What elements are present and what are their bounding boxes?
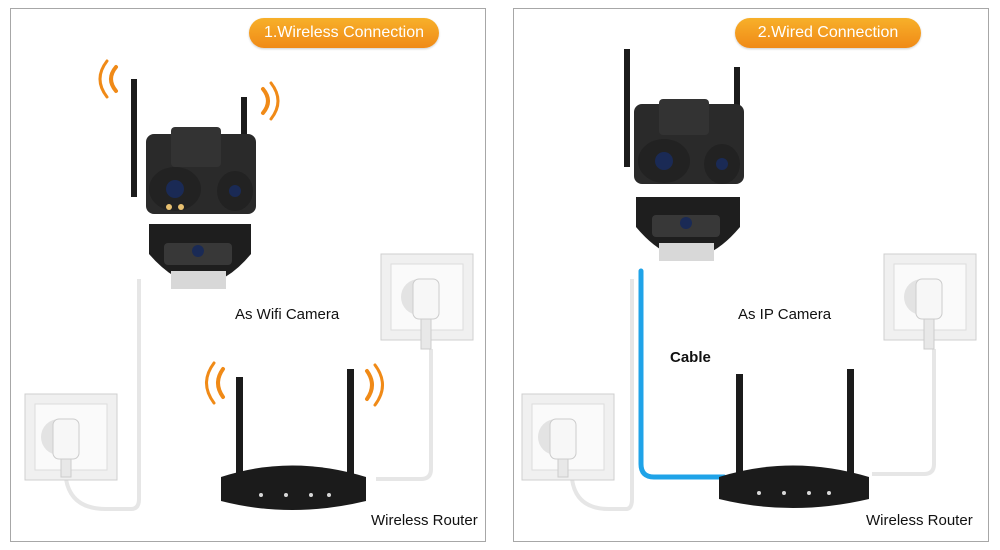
- router-icon: [221, 369, 366, 510]
- cable-label: Cable: [670, 349, 711, 366]
- camera-label: As IP Camera: [738, 306, 832, 323]
- wifi-waves-icon: [205, 361, 384, 407]
- camera-power-cable: [64, 279, 141, 511]
- camera-power-cable: [570, 279, 634, 511]
- wireless-scene: [24, 59, 474, 511]
- ethernet-cable: [638, 268, 727, 480]
- wired-connection-panel: 2.Wired Connection As IP Camera Cable Wi…: [513, 8, 989, 542]
- wired-scene: [521, 49, 977, 511]
- router-power-cable: [376, 349, 433, 481]
- router-label: Wireless Router: [371, 512, 478, 529]
- camera-icon: [624, 49, 744, 261]
- camera-icon: [131, 79, 256, 289]
- plug-icon: [915, 278, 943, 350]
- router-power-cable: [872, 349, 936, 476]
- wireless-connection-panel: 1.Wireless Connection As Wifi Camera Wir…: [10, 8, 486, 542]
- camera-label: As Wifi Camera: [235, 306, 340, 323]
- plug-icon: [52, 418, 80, 478]
- plug-icon: [412, 278, 440, 350]
- router-icon: [719, 369, 869, 508]
- panel-title: 2.Wired Connection: [735, 18, 921, 48]
- router-label: Wireless Router: [866, 512, 973, 529]
- wifi-waves-icon: [98, 59, 280, 121]
- plug-icon: [549, 418, 577, 478]
- panel-title: 1.Wireless Connection: [249, 18, 439, 48]
